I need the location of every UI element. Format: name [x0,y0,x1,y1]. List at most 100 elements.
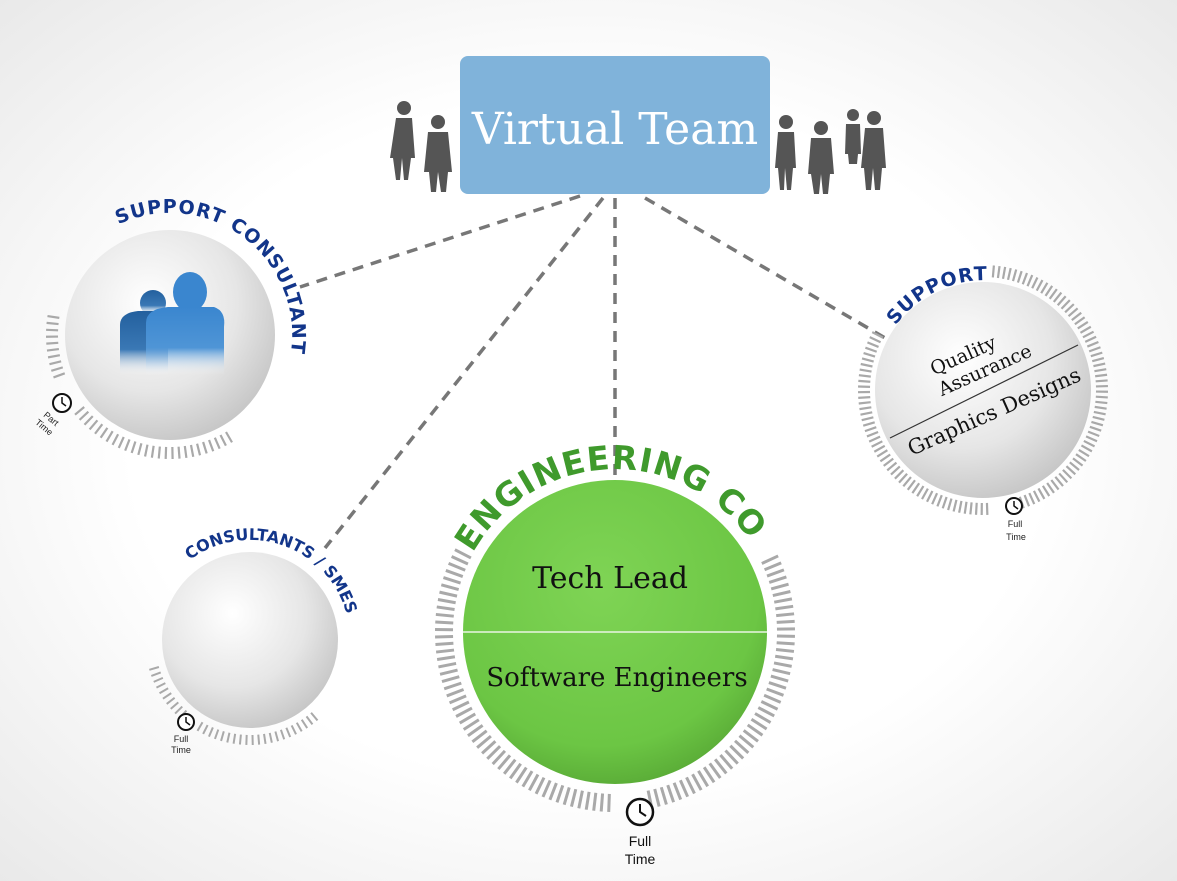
support-consultant-tick [183,445,188,459]
engineering-core-tick [448,694,467,705]
support-consultant-tick [53,372,66,379]
support-tick [871,440,883,448]
engineering-core-tick [776,641,795,646]
engineering-core-tick [471,729,488,744]
consultants-smes-tick [208,727,214,738]
support-consultant-tick [225,431,233,443]
support-consultant-tick [137,443,143,456]
support-tick [1016,270,1023,283]
support-time-2: Time [1006,532,1026,542]
consultants-smes-tick [305,715,314,725]
support-tick [1069,461,1080,471]
engineering-core-tick [502,758,517,775]
support-tick [921,488,929,500]
support-tick [1065,465,1077,476]
support-consultant-tick [213,437,221,450]
engineering-core-tick [445,569,464,579]
support-time-1: Full [1008,519,1023,529]
clock-icon [177,713,195,731]
support-tick [947,498,953,511]
engineering-core-tick [528,773,540,792]
support-tick [1078,448,1090,458]
engineering-core-tick [763,561,782,572]
engineering-core-tick [435,635,454,639]
support-tick [1093,410,1106,416]
engineering-core-tick [438,661,457,669]
support-consultant-tick [117,436,125,449]
engineering-core-tick [450,555,469,566]
engineering-core-tick [679,779,690,798]
engineering-core-tick [548,782,558,801]
engineering-core-tick [697,770,709,788]
engineering-core-tick [592,792,598,811]
support-tick [1077,320,1089,330]
support-tick [868,435,881,443]
support-tick [1031,276,1039,289]
clock-icon [1005,497,1023,515]
consultants-smes-tick [300,719,309,729]
support-tick [1074,316,1086,326]
support-consultant-tick [105,430,114,443]
engineering-core-tick [672,782,683,801]
consultants-smes-tick [310,712,319,722]
support-consultant-tick [130,441,137,454]
support-consultant-tick [157,446,161,459]
support-tick [1090,351,1103,358]
support-tick [1037,487,1046,500]
consultants-smes-tick [155,682,166,689]
support-tick [1095,400,1108,405]
support-tick [1056,295,1067,306]
support-tick [1089,425,1102,432]
support-tick [1058,472,1069,484]
support-tick [1088,346,1101,353]
support-tick [1050,479,1060,491]
consultants-smes-time-2: Time [171,745,191,755]
support-consultant-tick [150,445,155,458]
consultants-smes-tick [174,705,183,715]
support-tick [1041,485,1051,497]
support-consultant-tick [208,439,215,452]
support-tick [1095,379,1108,383]
support-tick [1023,494,1031,507]
support-consultant-tick [124,439,131,452]
consultants-smes-tick [162,692,172,700]
engineering-core-tick [435,648,455,654]
support-tick [886,461,898,472]
engineering-core-tick [774,654,794,661]
engineering-core-tick [448,562,466,572]
engineering-core-tick [776,612,795,618]
support-tick [1035,279,1044,292]
engineering-core-time-2: Time [625,851,656,867]
engineering-core-tick [577,790,584,809]
support-tick [867,341,879,348]
engineering-core-tick [462,718,480,731]
support-consultant-tick [111,433,120,446]
consultants-smes-tick [279,729,286,740]
consultants-smes-tick [196,721,204,732]
engineering-core-tick [772,668,791,676]
engineering-core-tick [734,739,750,755]
engineering-core-tick [476,734,492,749]
support-tick [862,421,876,427]
support-tick [1084,335,1097,343]
support-tick [936,494,943,507]
support-consultant-tick [78,410,90,421]
consultants-smes-tick [232,733,237,744]
clock-icon [625,797,655,827]
engineering-core-tick [766,568,785,578]
engineering-core-tick [534,776,546,795]
support-tick [1011,269,1018,282]
engineering-core-tick [569,788,578,808]
engineering-core-tick [508,762,522,780]
support-tick [858,374,871,378]
engineering-core-tick [772,590,791,598]
engineering-core-tick [446,688,465,698]
consultants-smes-time-1: Full [174,734,189,744]
support-tick [1026,274,1034,287]
support-tick [865,346,878,353]
support-consultant-tick [219,434,227,447]
engineering-core-tick [768,681,787,690]
engineering-core-tick [724,749,739,765]
engineering-core-tick [439,590,458,598]
engineering-core-tick [491,749,507,766]
